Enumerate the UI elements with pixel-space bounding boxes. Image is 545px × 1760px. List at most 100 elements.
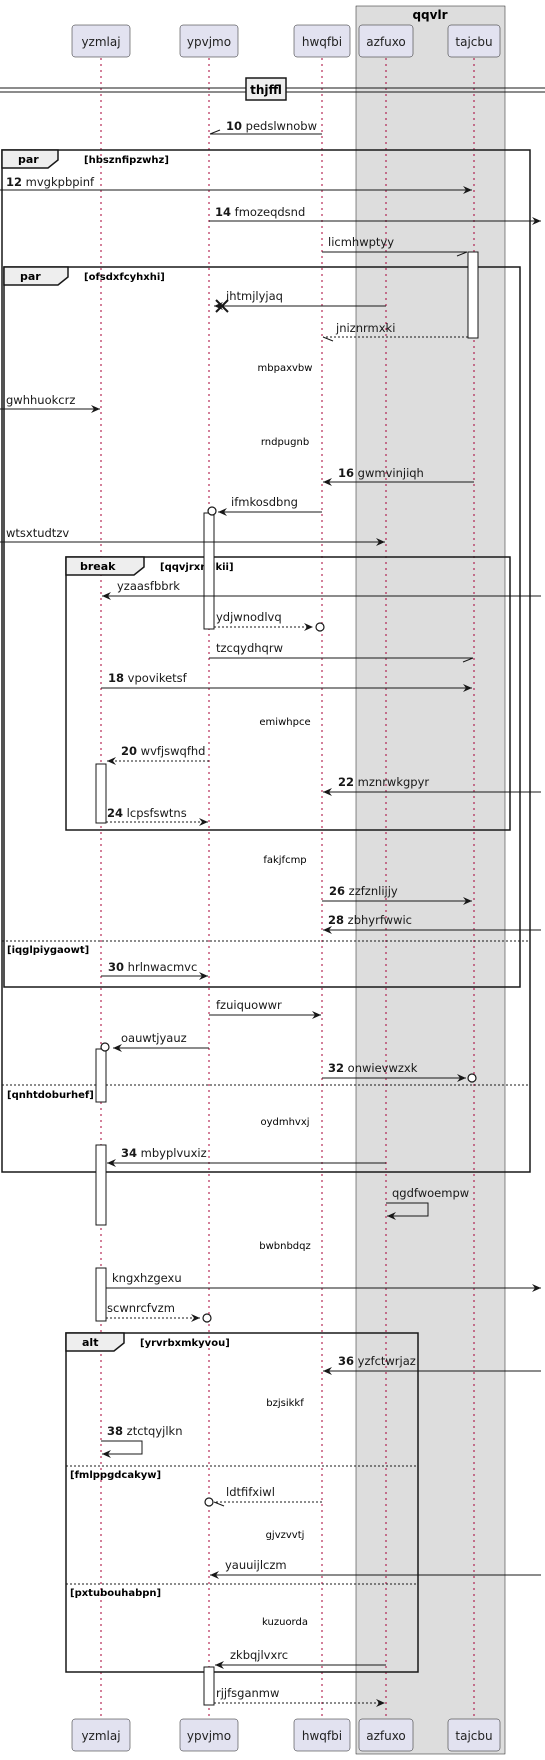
message-number: 22 <box>338 775 354 789</box>
message[interactable]: 16 gwmvinjiqh <box>323 466 474 486</box>
message-number: 26 <box>329 884 345 898</box>
delay-label: mbpaxvbw <box>258 363 313 374</box>
message-label: tzcqydhqrw <box>216 641 283 655</box>
group-break: break [qqvjrxrolkii] <box>65 556 511 831</box>
participant-label: yzmlaj <box>81 35 120 49</box>
message[interactable]: tzcqydhqrw <box>209 641 474 663</box>
message[interactable]: 36 yzfctwrjaz <box>323 1354 541 1375</box>
message[interactable]: kngxhzgexu <box>106 1271 541 1292</box>
participant-label: yzmlaj <box>81 1729 120 1743</box>
activation-bar <box>203 1666 215 1706</box>
message[interactable]: 28 zbhyrfwwic <box>323 913 541 934</box>
message[interactable]: zkbqjlvxrc <box>215 1648 386 1669</box>
delay-label: emiwhpce <box>259 717 310 728</box>
message[interactable]: scwnrcfvzm <box>106 1301 212 1323</box>
message[interactable]: 34 mbyplvuxiz <box>107 1146 386 1167</box>
group-else-label: [qnhtdoburhef] <box>7 1090 94 1101</box>
delay-label: rndpugnb <box>261 437 309 448</box>
message-label: 36 yzfctwrjaz <box>338 1354 416 1368</box>
message[interactable]: 18 vpoviketsf <box>101 671 472 692</box>
message[interactable]: 10 pedslwnobw <box>209 119 322 135</box>
message[interactable]: 20 wvfjswqfhd <box>107 744 209 765</box>
message-label: 12 mvgkpbpinf <box>6 175 95 189</box>
message[interactable]: yauuijlczm <box>210 1558 541 1579</box>
message-label: 16 gwmvinjiqh <box>338 466 424 480</box>
message-number: 20 <box>121 744 137 758</box>
participant-yzmlaj-bottom[interactable]: yzmlaj <box>71 1718 131 1752</box>
message[interactable]: rjjfsganmw <box>214 1686 385 1707</box>
message-label: yzaasfbbrk <box>117 579 180 593</box>
message[interactable]: 12 mvgkpbpinf <box>0 175 472 194</box>
message-label: 28 zbhyrfwwic <box>328 913 412 927</box>
message-label: 10 pedslwnobw <box>226 119 317 133</box>
message[interactable]: jniznrmxki <box>322 321 468 342</box>
group-else-label: [pxtubouhabpn] <box>70 1588 161 1599</box>
message-label: wtsxtudtzv <box>6 526 69 540</box>
participant-hwqfbi-top[interactable]: hwqfbi <box>293 24 351 58</box>
message[interactable]: qgdfwoempw <box>386 1186 469 1220</box>
message[interactable]: yzaasfbbrk <box>102 579 541 600</box>
participant-label: hwqfbi <box>302 35 342 49</box>
group-condition: [hbsznfipzwhz] <box>84 155 169 166</box>
participant-yzmlaj-top[interactable]: yzmlaj <box>71 24 131 58</box>
divider-label: thjffl <box>250 83 282 97</box>
message-label: yauuijlczm <box>225 1558 287 1572</box>
activation-bar <box>95 1267 107 1322</box>
message[interactable]: wtsxtudtzv <box>0 526 385 546</box>
message-number: 18 <box>108 671 124 685</box>
message-label: ydjwnodlvq <box>216 610 282 624</box>
message[interactable]: 22 mznrwkgpyr <box>323 775 541 796</box>
message-label: 18 vpoviketsf <box>108 671 188 685</box>
message-label: 20 wvfjswqfhd <box>121 744 205 758</box>
message[interactable]: 26 zzfznlijjy <box>322 884 472 905</box>
message[interactable]: ifmkosdbng <box>207 495 322 516</box>
message-label: 32 onwievwzxk <box>328 1061 418 1075</box>
participant-tajcbu-top[interactable]: tajcbu <box>447 24 501 58</box>
lifelines <box>100 58 475 1718</box>
message[interactable]: licmhwptyy <box>322 235 468 257</box>
message[interactable]: gwhhuokcrz <box>0 393 100 413</box>
message[interactable]: 32 onwievwzxk <box>322 1061 477 1083</box>
message-label: scwnrcfvzm <box>107 1301 175 1315</box>
message[interactable]: 14 fmozeqdsnd <box>209 205 541 225</box>
message[interactable]: 30 hrlnwacmvc <box>101 960 208 980</box>
participant-label: azfuxo <box>366 35 406 49</box>
message[interactable]: ydjwnodlvq <box>214 610 325 632</box>
message-label: zkbqjlvxrc <box>230 1648 288 1662</box>
message-label: qgdfwoempw <box>392 1186 469 1200</box>
activations <box>95 251 479 1706</box>
participant-azfuxo-top[interactable]: azfuxo <box>358 24 414 58</box>
participant-label: azfuxo <box>366 1729 406 1743</box>
message[interactable]: 38 ztctqyjlkn <box>101 1424 183 1458</box>
message-label: gwhhuokcrz <box>6 393 75 407</box>
message[interactable]: fzuiquowwr <box>209 998 321 1019</box>
message[interactable]: ihtmjlyjaq <box>214 289 386 313</box>
message[interactable]: ldtfifxiwl <box>204 1485 322 1507</box>
group-else-label: [iqglpiygaowt] <box>7 945 89 956</box>
delay-label: bzjsikkf <box>266 1398 304 1409</box>
message[interactable]: 24 lcpsfswtns <box>106 806 208 826</box>
group-keyword: alt <box>82 1336 98 1349</box>
participant-label: hwqfbi <box>302 1729 342 1743</box>
message-number: 24 <box>107 806 123 820</box>
participant-ypvjmo-bottom[interactable]: ypvjmo <box>179 1718 239 1752</box>
participant-label: ypvjmo <box>187 35 231 49</box>
message[interactable]: oauwtjyauz <box>100 1031 209 1052</box>
activation-bar <box>95 763 107 824</box>
delay-label: gjvzvvtj <box>266 1530 305 1541</box>
participant-tajcbu-bottom[interactable]: tajcbu <box>447 1718 501 1752</box>
participant-ypvjmo-top[interactable]: ypvjmo <box>179 24 239 58</box>
participant-hwqfbi-bottom[interactable]: hwqfbi <box>293 1718 351 1752</box>
delay-label: kuzuorda <box>262 1617 308 1628</box>
participant-azfuxo-bottom[interactable]: azfuxo <box>358 1718 414 1752</box>
message-label: 24 lcpsfswtns <box>107 806 187 820</box>
activation-bar <box>95 1048 107 1103</box>
group-par-outer: par [hbsznfipzwhz] [iqglpiygaowt] [qnhtd… <box>1 149 531 1173</box>
activation-bar <box>203 512 215 630</box>
group-keyword: break <box>80 560 116 573</box>
participant-label: tajcbu <box>455 1729 492 1743</box>
group-keyword: par <box>20 270 41 283</box>
delays: mbpaxvbw rndpugnb emiwhpce fakjfcmp oydm… <box>258 363 313 1628</box>
group-condition: [yrvrbxmkyvou] <box>140 1338 230 1349</box>
